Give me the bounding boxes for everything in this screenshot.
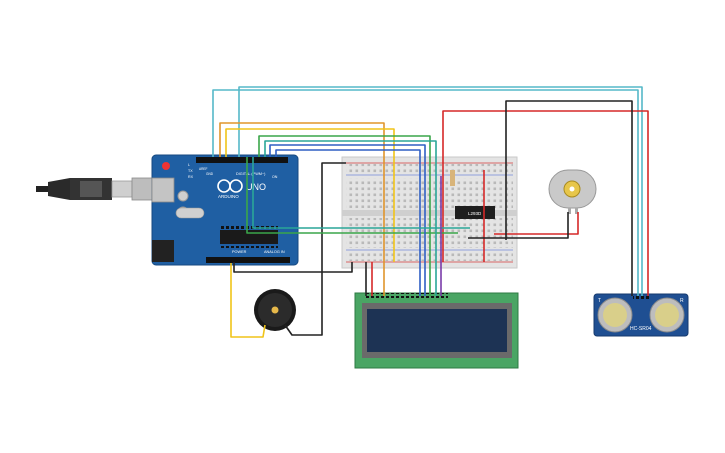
wires[interactable] xyxy=(212,86,649,338)
arduino-logo-icon xyxy=(217,179,243,193)
wire-cyan-2[interactable] xyxy=(238,86,643,296)
aref-label: AREF xyxy=(199,167,208,171)
wire-yellow-2[interactable] xyxy=(230,263,266,338)
wire-teal-2[interactable] xyxy=(252,157,470,229)
wire-blue-2[interactable] xyxy=(275,149,421,296)
lcd-screen xyxy=(367,309,507,352)
motor-driver-ic[interactable] xyxy=(455,206,495,219)
wire-teal-1[interactable] xyxy=(264,140,437,296)
resistor[interactable] xyxy=(450,170,455,186)
arduino-uno-board[interactable]: UNO ARDUINO DIGITAL (PWM~) POWER ANALOG … xyxy=(151,154,299,266)
wire-red-2[interactable] xyxy=(494,212,579,235)
wire-black-5[interactable] xyxy=(233,262,353,273)
ic-label: L293D xyxy=(468,211,482,216)
reset-button[interactable] xyxy=(162,162,170,170)
sensor-model: HC-SR04 xyxy=(630,326,652,332)
lcd-pin-header[interactable] xyxy=(366,293,448,298)
analog-label: ANALOG IN xyxy=(264,250,285,254)
wire-black-2[interactable] xyxy=(468,212,569,239)
lcd-display[interactable] xyxy=(354,292,519,369)
rx-label: RX xyxy=(188,175,194,179)
wire-blue-1[interactable] xyxy=(269,144,426,296)
wire-black-3[interactable] xyxy=(321,162,346,275)
wire-red-1[interactable] xyxy=(442,110,649,296)
wire-orange[interactable] xyxy=(219,122,385,296)
atmega-chip xyxy=(220,230,278,244)
sensor-left-label: T xyxy=(598,298,601,304)
wire-black-4[interactable] xyxy=(284,275,323,336)
wire-black-1[interactable] xyxy=(505,100,633,296)
digital-label: DIGITAL (PWM~) xyxy=(236,172,266,176)
usb-cable[interactable] xyxy=(36,177,155,201)
ultrasonic-sensor[interactable]: HC-SR04 T R xyxy=(593,293,689,337)
power-label: POWER xyxy=(232,250,247,254)
board-brand: ARDUINO xyxy=(218,194,239,199)
dc-motor[interactable] xyxy=(548,169,597,214)
wire-cyan-1[interactable] xyxy=(212,89,639,296)
sensor-right-label: R xyxy=(680,298,684,304)
piezo-buzzer[interactable] xyxy=(254,289,296,331)
on-label: ON xyxy=(272,175,278,179)
wire-yellow-1[interactable] xyxy=(225,128,395,262)
tx-label: TX xyxy=(188,169,193,173)
wire-green-1[interactable] xyxy=(258,135,431,296)
board-model: UNO xyxy=(246,182,266,192)
l-label: L xyxy=(188,163,190,167)
gnd-label: GND xyxy=(206,172,214,176)
wire-green-2[interactable] xyxy=(246,157,458,234)
